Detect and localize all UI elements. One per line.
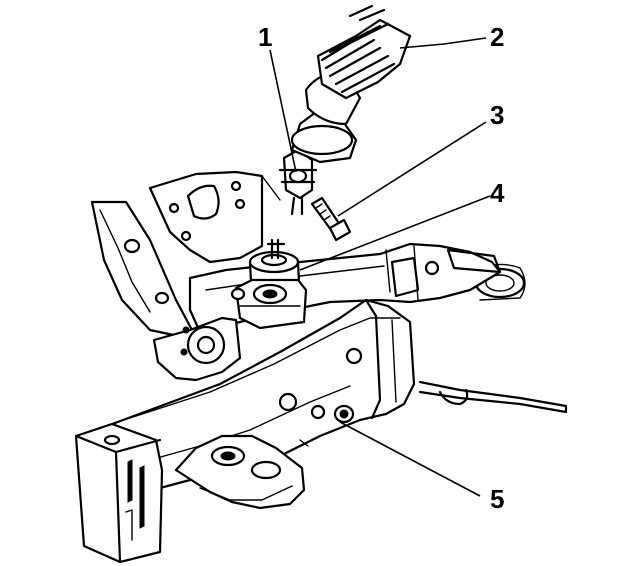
coupling-bushing — [230, 238, 308, 330]
leader-lines — [269, 37, 491, 497]
callout-labels: 1 2 3 4 5 — [258, 22, 505, 514]
leader-line-1 — [269, 49, 297, 173]
callout-2: 2 — [490, 22, 504, 52]
leader-line-5 — [339, 421, 481, 497]
universal-joint — [278, 148, 318, 216]
tow-bracket — [174, 434, 306, 510]
callout-4: 4 — [490, 178, 505, 208]
leader-line-2 — [399, 37, 487, 49]
frame-rail — [94, 298, 416, 490]
left-mount-plate — [152, 316, 242, 382]
rail-end-cap — [74, 422, 164, 564]
leader-line-4 — [299, 195, 491, 271]
callout-1: 1 — [258, 22, 272, 52]
body-panel — [90, 170, 281, 338]
pinch-bolt — [310, 196, 352, 242]
intermediate-shaft-boot — [290, 4, 412, 164]
leader-line-3 — [337, 121, 487, 217]
callout-3: 3 — [490, 100, 504, 130]
callout-5: 5 — [490, 484, 504, 514]
